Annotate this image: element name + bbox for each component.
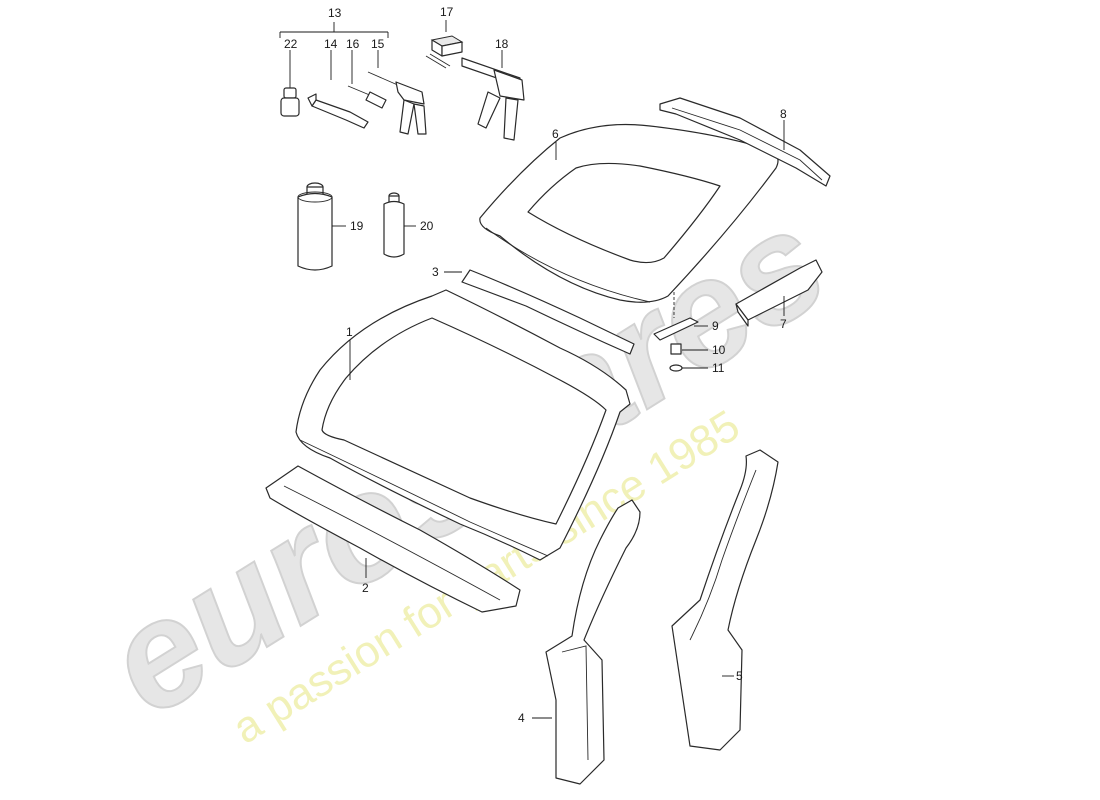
callout-20: 19 [350, 219, 364, 233]
callout-11: 11 [712, 361, 725, 375]
part-3-front-roof-strip [444, 269, 635, 355]
callout-10: 10 [712, 343, 726, 357]
callout-13: 13 [328, 6, 342, 20]
bracket-13 [279, 22, 389, 38]
callout-2: 2 [362, 581, 369, 595]
part-18-cartridge [425, 20, 464, 69]
callout-14: 14 [324, 37, 338, 51]
part-6-roof-panel [479, 123, 779, 303]
callout-16: 16 [346, 37, 360, 51]
part-11-washer [669, 364, 708, 372]
part-20-large-cartridge [297, 182, 346, 271]
callout-15: 15 [371, 37, 385, 51]
callout-labels: 13 22 14 16 15 17 18 6 8 19 20 3 1 7 9 1… [284, 5, 787, 725]
part-19-dispensing-gun [461, 50, 525, 141]
part-14-tube [307, 50, 369, 129]
part-7-rear-bracket [735, 259, 823, 327]
part-15-glue-gun [367, 50, 427, 135]
callout-18: 17 [440, 5, 454, 19]
part-5-b-pillar [671, 449, 779, 751]
callout-19: 18 [495, 37, 509, 51]
callout-17: 22 [284, 37, 298, 51]
callout-3: 3 [432, 265, 439, 279]
part-10-nut [670, 343, 708, 355]
callout-8: 8 [780, 107, 787, 121]
part-8-rear-cross-member [659, 97, 831, 187]
part-9-clip [653, 292, 708, 341]
callout-1: 1 [346, 325, 353, 339]
part-4-a-pillar [532, 499, 641, 785]
callout-5: 5 [736, 669, 743, 683]
part-16-nozzle [347, 50, 387, 109]
callout-6: 6 [552, 127, 559, 141]
part-17-bottle [280, 50, 300, 117]
callout-9: 9 [712, 319, 719, 333]
part-1-windscreen-frame [295, 289, 631, 561]
callout-7: 7 [780, 317, 787, 331]
part-2-scuttle-panel [265, 465, 521, 613]
part-22-thin-cartridge [383, 192, 416, 258]
callout-4: 4 [518, 711, 525, 725]
callout-22: 20 [420, 219, 434, 233]
